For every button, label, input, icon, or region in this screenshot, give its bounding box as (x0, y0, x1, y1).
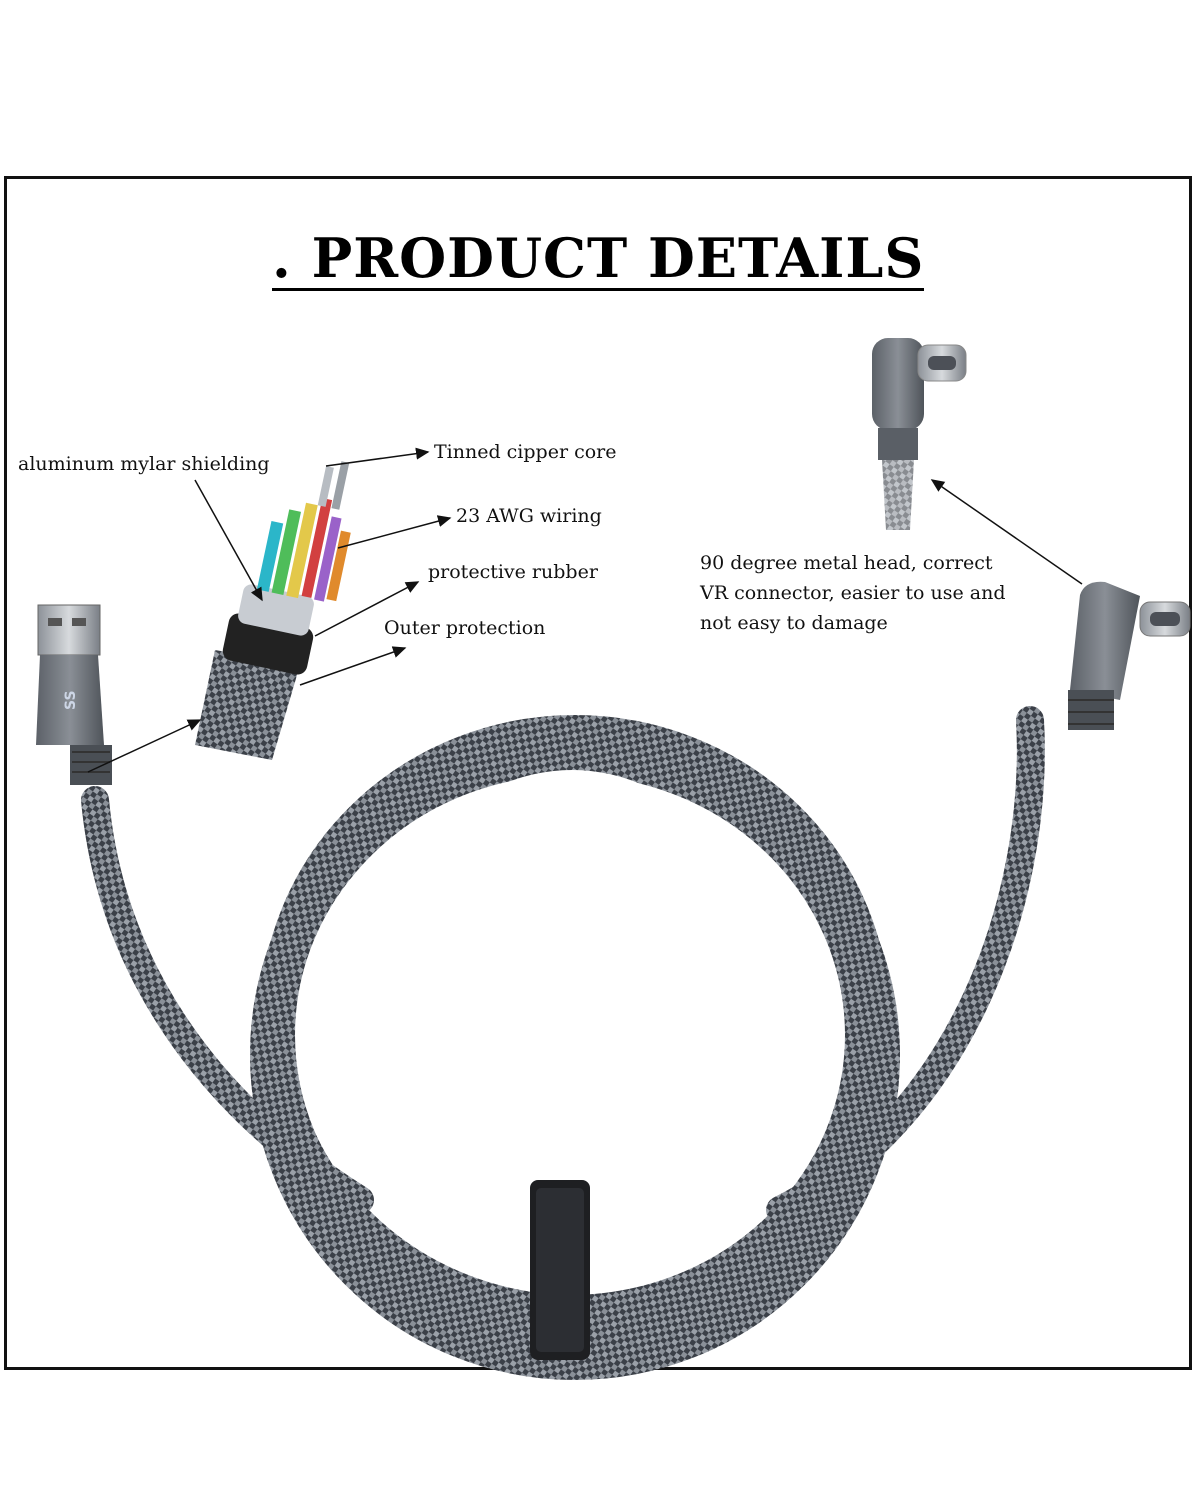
label-tinned-copper-core: Tinned cipper core (434, 441, 617, 463)
usb-a-cable-lead (81, 786, 374, 1214)
label-awg-wiring: 23 AWG wiring (456, 505, 602, 527)
connector-head-closeup (872, 338, 967, 530)
usb-c-cable-lead (766, 706, 1045, 1224)
label-outer-protection: Outer protection (384, 617, 546, 639)
metal-head-note-line3: not easy to damage (700, 612, 888, 634)
cable-cutaway-closeup (195, 461, 351, 760)
usb-a-connector (36, 604, 112, 785)
coil-center (372, 770, 772, 1230)
label-protective-rubber: protective rubber (428, 561, 598, 583)
leader-lines (87, 447, 1083, 773)
metal-head-note-line2: VR connector, easier to use and (700, 582, 1006, 604)
metal-head-note: 90 degree metal head, correct VR connect… (700, 548, 1040, 638)
label-aluminum-shielding: aluminum mylar shielding (18, 453, 270, 475)
usb-logo: SS (63, 690, 79, 710)
usb-c-right-angle-connector (1068, 581, 1191, 730)
metal-head-note-line1: 90 degree metal head, correct (700, 552, 993, 574)
velcro-strap (530, 1180, 590, 1360)
page-title: . PRODUCT DETAILS (272, 226, 925, 291)
